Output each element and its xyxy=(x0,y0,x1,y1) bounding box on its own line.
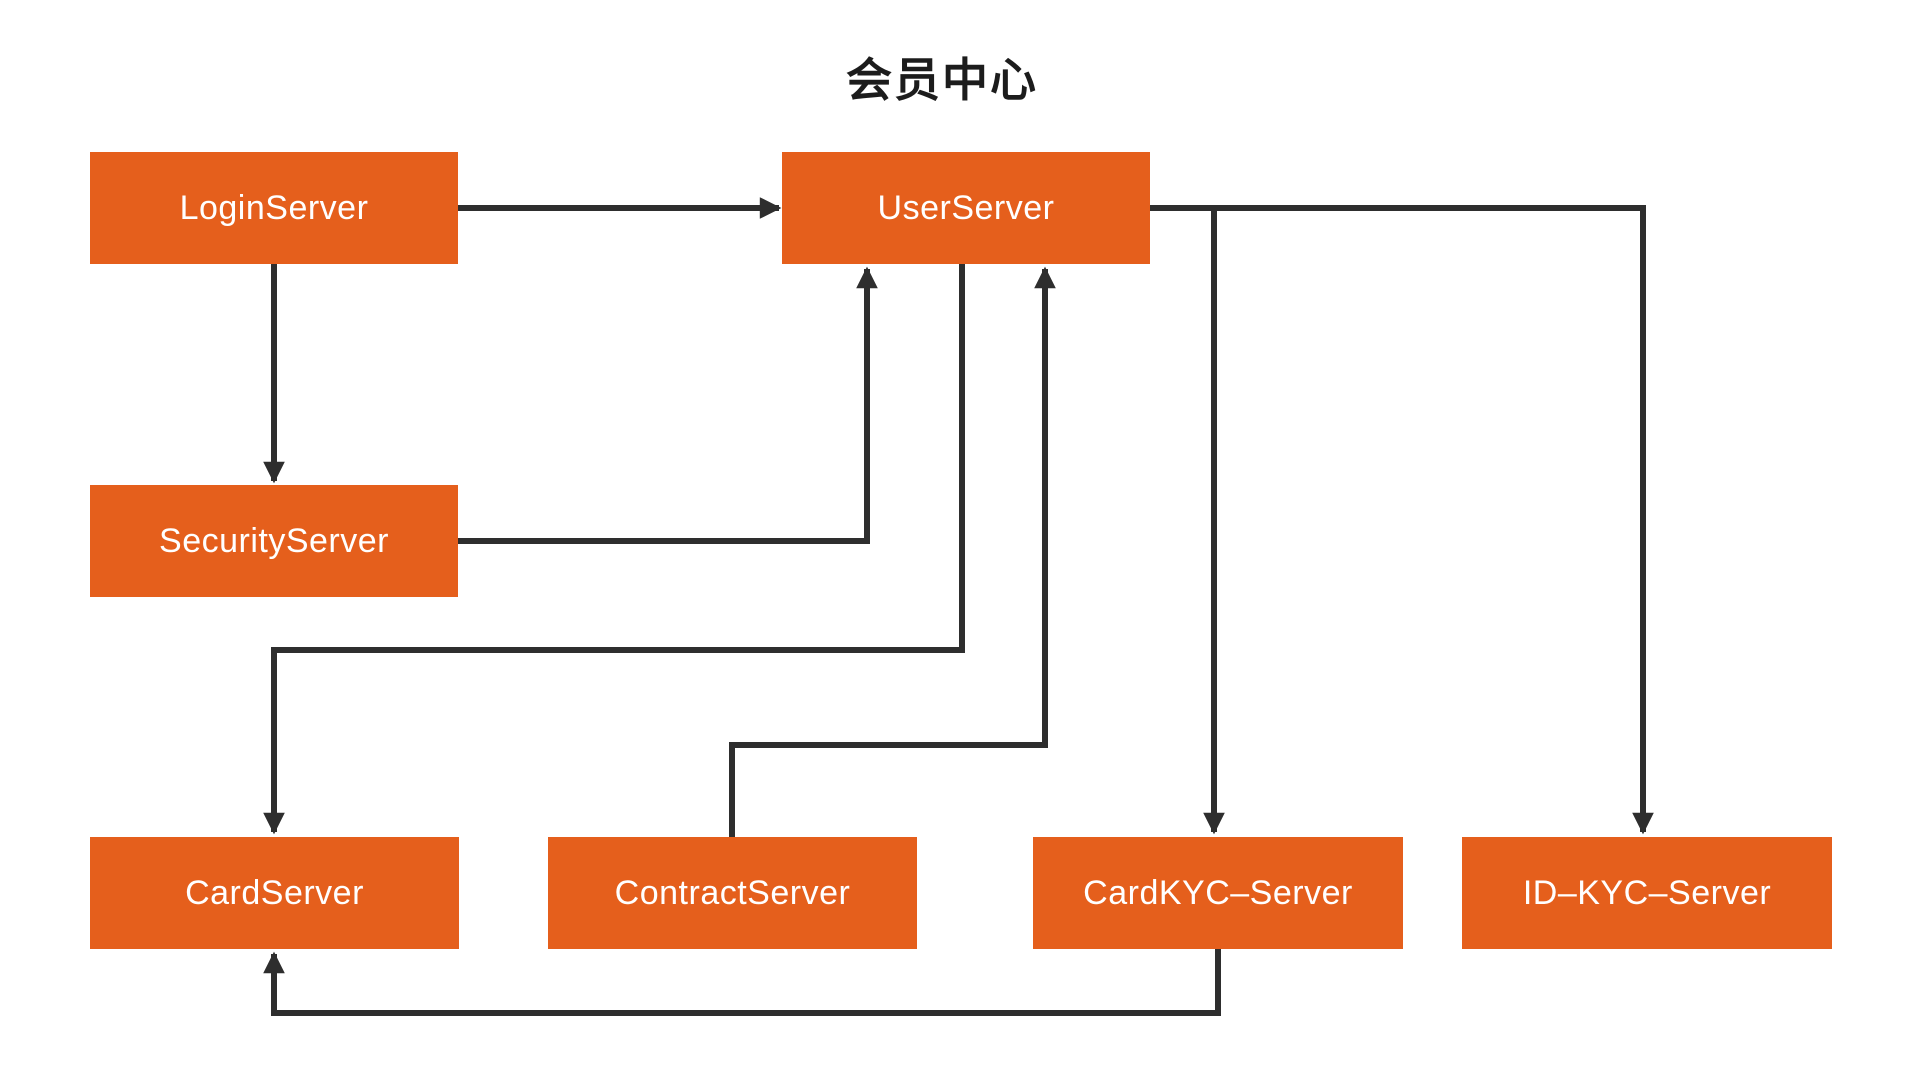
node-contract-server-label: ContractServer xyxy=(614,873,851,912)
node-card-server: CardServer xyxy=(90,837,459,949)
edge-cardkycserver-cardserver xyxy=(263,949,1221,1016)
node-security-server: SecurityServer xyxy=(90,485,458,597)
node-card-server-label: CardServer xyxy=(185,873,364,912)
edge-securityserver-userserver xyxy=(458,266,878,544)
edge-contractserver-userserver xyxy=(729,266,1056,837)
node-card-kyc-server: CardKYC–Server xyxy=(1033,837,1403,949)
node-card-kyc-server-label: CardKYC–Server xyxy=(1083,873,1353,912)
node-id-kyc-server: ID–KYC–Server xyxy=(1462,837,1832,949)
node-user-server: UserServer xyxy=(782,152,1150,264)
node-login-server: LoginServer xyxy=(90,152,458,264)
edge-userserver-idkycserver xyxy=(1150,205,1654,835)
diagram-title: 会员中心 xyxy=(846,54,1038,106)
node-login-server-label: LoginServer xyxy=(179,188,369,227)
node-security-server-label: SecurityServer xyxy=(159,521,389,560)
node-contract-server: ContractServer xyxy=(548,837,917,949)
node-id-kyc-server-label: ID–KYC–Server xyxy=(1522,873,1772,912)
edge-userserver-cardserver xyxy=(263,264,965,835)
node-user-server-label: UserServer xyxy=(877,188,1055,227)
